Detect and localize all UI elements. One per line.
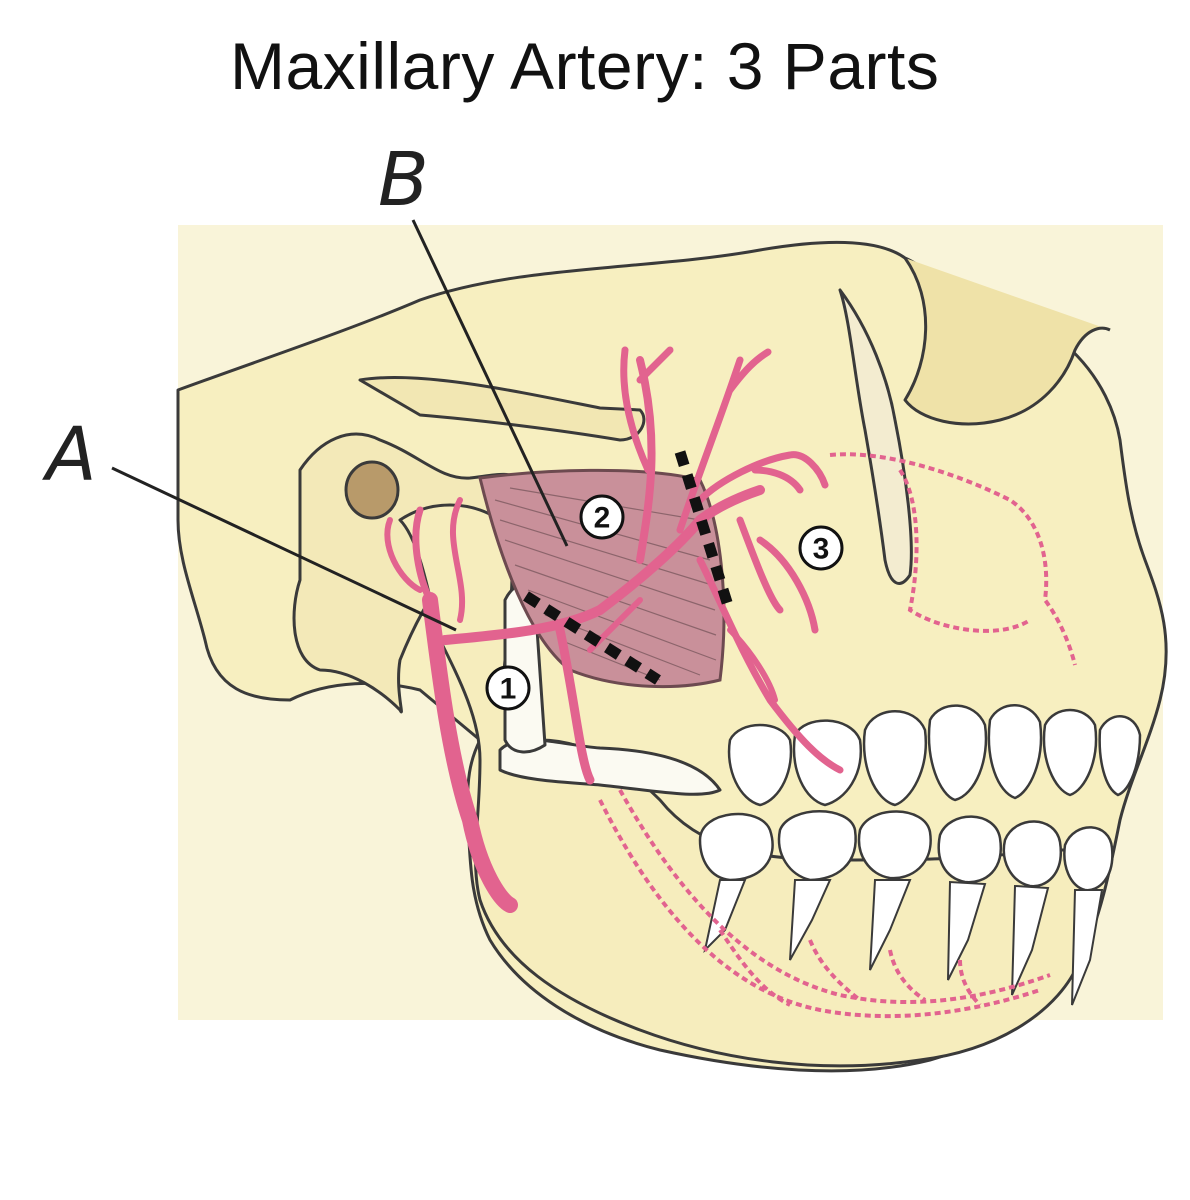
divider-part2-part3 (674, 450, 736, 614)
part-2-marker: 2 (579, 494, 625, 540)
orbit-rim (838, 288, 913, 585)
maxillary-artery (384, 346, 844, 913)
label-a-leader (111, 466, 457, 632)
divider-part1-part2 (523, 591, 661, 685)
part-divider-lines (523, 450, 736, 685)
svg-text:3: 3 (813, 533, 830, 566)
dashed-vessels (598, 452, 1077, 1019)
part-1-marker: 1 (485, 665, 531, 711)
label-a: A (42, 412, 97, 498)
lower-teeth (698, 810, 1114, 892)
svg-text:1: 1 (500, 673, 517, 706)
label-b: B (378, 137, 429, 223)
part-3-marker: 3 (798, 525, 844, 571)
condyle (344, 460, 400, 520)
upper-teeth (727, 704, 1142, 807)
mandibular-canal-slab (498, 738, 722, 796)
orbit (903, 257, 1111, 426)
svg-text:2: 2 (594, 502, 611, 535)
diagram-title: Maxillary Artery: 3 Parts (230, 29, 940, 103)
label-b-leader (411, 219, 569, 547)
